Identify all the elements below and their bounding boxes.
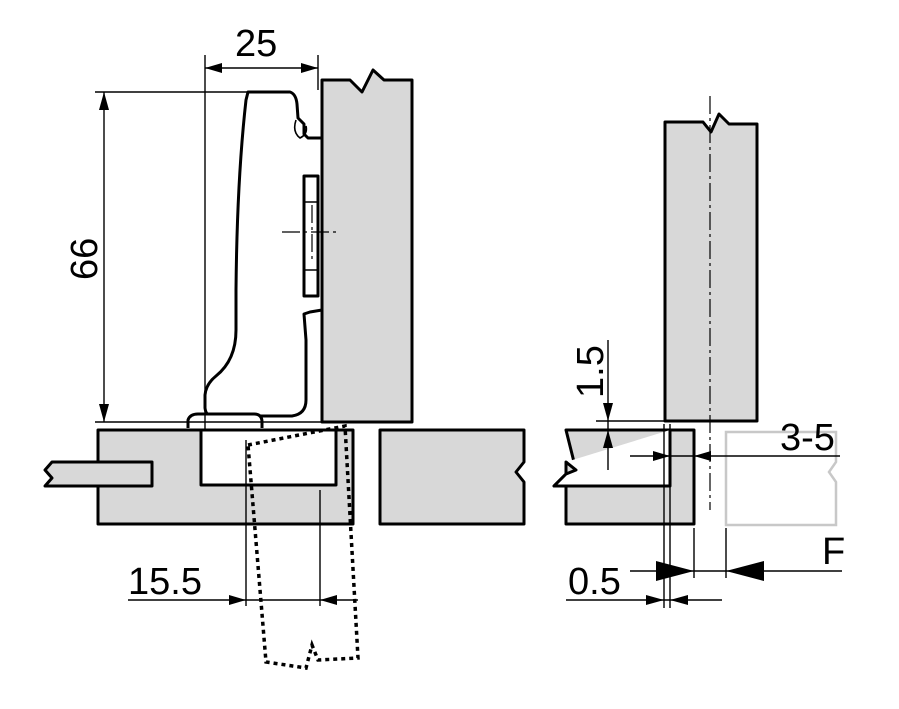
dim-arrow-height-top	[99, 92, 109, 110]
right-view: 1.5 3-5 0.5 F	[552, 96, 845, 608]
left-view: 25 66 15.5	[43, 23, 526, 670]
dim-label-height: 66	[64, 238, 106, 280]
cabinet-side-panel	[320, 68, 414, 424]
dim-line-height	[95, 91, 322, 423]
dim-arrow-range-left	[653, 451, 670, 461]
dim-label-gap: 0.5	[568, 561, 621, 603]
hinge-plate-divider	[304, 201, 318, 271]
hinge-cup-flange	[186, 412, 264, 428]
hinge-mounting-plate	[302, 174, 320, 298]
dim-line-width	[204, 55, 319, 430]
dim-arrow-width-left	[205, 63, 222, 73]
dim-label-offset: 1.5	[570, 345, 612, 398]
dim-label-overlay: 15.5	[128, 561, 202, 603]
centerline-marker	[282, 205, 340, 260]
dim-label-width: 25	[235, 23, 277, 65]
middle-door-segment	[378, 428, 526, 526]
door-cup-recess	[199, 428, 338, 487]
dim-label-range: 3-5	[780, 417, 835, 459]
opened-door-outline	[246, 423, 360, 670]
hinge-clip	[293, 119, 308, 139]
dim-arrow-force-left	[656, 561, 694, 581]
dim-label-force: F	[822, 531, 845, 573]
dim-arrow-width-right	[301, 63, 318, 73]
ghost-door-outline	[724, 430, 838, 527]
dim-arrow-gap-left	[646, 595, 664, 605]
dim-arrow-overlay-right	[320, 595, 337, 605]
dim-arrow-offset-bottom	[603, 430, 613, 448]
dim-arrow-range-right	[694, 451, 711, 461]
dim-arrow-gap-right	[670, 595, 688, 605]
dim-arrow-offset-top	[603, 403, 613, 421]
right-cabinet-panel	[663, 112, 759, 423]
dim-arrow-overlay-left	[229, 595, 246, 605]
adjacent-plank	[43, 460, 154, 488]
dim-arrow-force-right	[726, 561, 764, 581]
dim-arrow-height-bottom	[99, 404, 109, 422]
